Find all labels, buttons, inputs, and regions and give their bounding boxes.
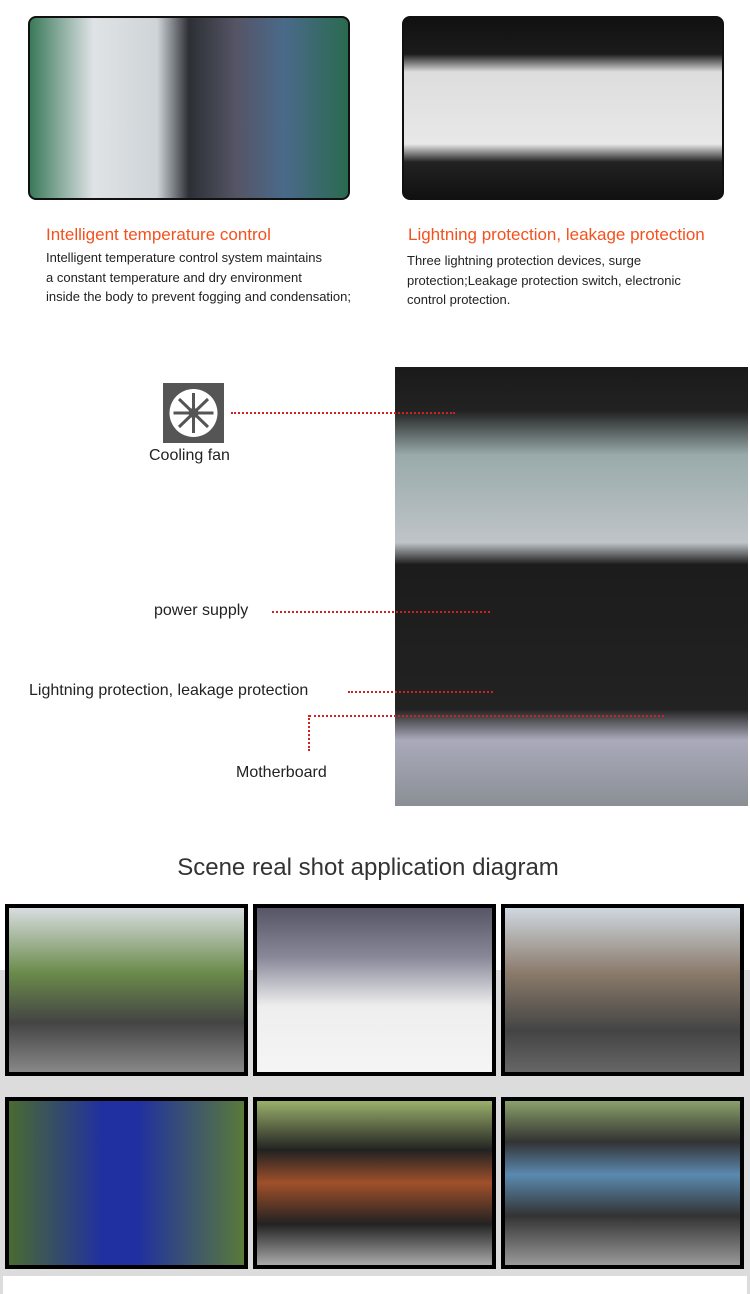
desc-line: protection;Leakage protection switch, el… (407, 272, 681, 288)
desc-line: a constant temperature and dry environme… (46, 269, 302, 285)
bottom-panel (3, 1276, 747, 1294)
feature-title: Lightning protection, leakage protection (408, 225, 705, 244)
leader-line (231, 412, 455, 414)
leader-line (308, 715, 310, 751)
scene-photo (501, 1097, 744, 1269)
feature-desc: Three lightning protection devices, surg… (407, 251, 681, 310)
feature-desc: Intelligent temperature control system m… (46, 248, 351, 307)
power-supply-label: power supply (154, 602, 249, 619)
scene-photo (253, 1097, 496, 1269)
desc-line: control protection. (407, 292, 511, 307)
leader-line (272, 611, 490, 613)
protection-devices-photo (402, 16, 724, 200)
section-title: Scene real shot application diagram (177, 854, 559, 881)
feature-title: Intelligent temperature control (46, 225, 271, 244)
cooling-fan-label: Cooling fan (149, 447, 230, 464)
leader-line (309, 715, 664, 717)
desc-line: inside the body to prevent fogging and c… (46, 289, 352, 304)
scene-photo (501, 904, 744, 1076)
scene-photo (253, 904, 496, 1076)
scene-photo (5, 1097, 248, 1269)
temperature-control-photo (28, 16, 350, 200)
scene-photo (5, 904, 248, 1076)
leader-line (348, 691, 493, 693)
motherboard-label: Motherboard (236, 764, 327, 781)
cabinet-interior-photo (395, 367, 748, 806)
lightning-protection-label: Lightning protection, leakage protection (29, 682, 309, 699)
cooling-fan-icon (163, 383, 224, 443)
desc-line: Intelligent temperature control system m… (46, 250, 323, 265)
desc-line: Three lightning protection devices, surg… (407, 253, 642, 268)
